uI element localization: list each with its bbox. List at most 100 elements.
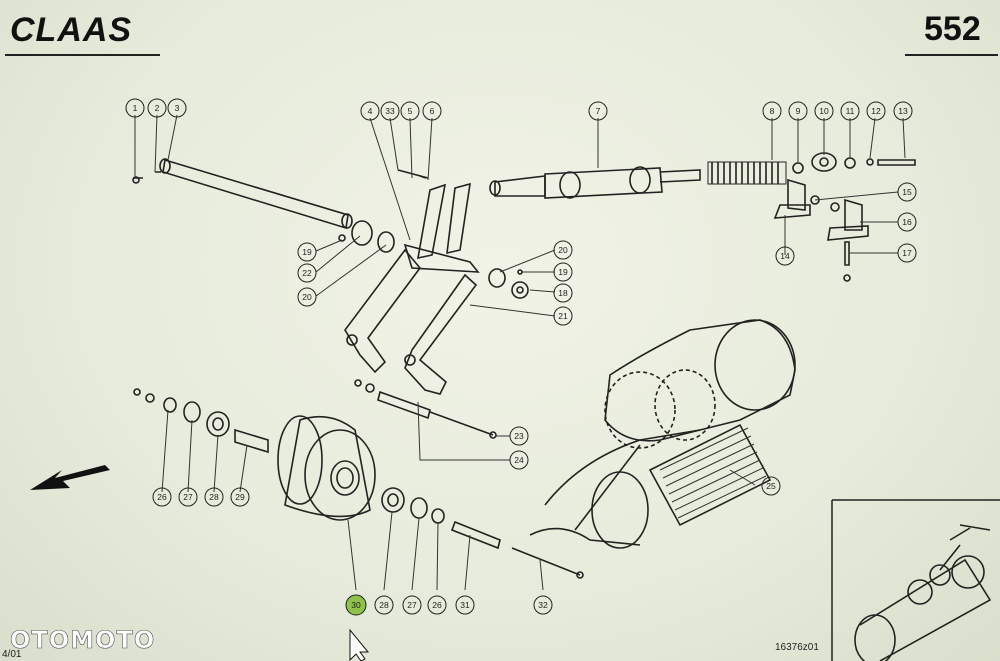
- callout-circle: [374, 595, 394, 615]
- shaft-3: [132, 158, 353, 230]
- callout-circle: [360, 101, 380, 121]
- callout-circle: [761, 476, 781, 496]
- claas-logo: CLAAS: [10, 11, 131, 49]
- callout-2: 2: [155, 103, 160, 113]
- bushings-right: [488, 268, 529, 299]
- callout-18: 18: [558, 288, 568, 298]
- callout-22: 22: [302, 268, 312, 278]
- callout-3: 3: [175, 103, 180, 113]
- bearing-set-right: [381, 487, 584, 579]
- callout-13: 13: [898, 106, 908, 116]
- callout-circle: [402, 595, 422, 615]
- callout-23: 23: [514, 431, 524, 441]
- callout-1: 1: [133, 103, 138, 113]
- callout-circle: [553, 262, 573, 282]
- belt-assembly-25: [529, 319, 796, 549]
- callout-12: 12: [871, 106, 881, 116]
- direction-arrow-icon: [30, 465, 110, 490]
- callout-8: 8: [770, 106, 775, 116]
- callout-circle: [775, 246, 795, 266]
- callout-24: 24: [514, 455, 524, 465]
- callout-circle: [380, 101, 400, 121]
- bearing-set-left: [133, 388, 269, 454]
- inset-detail-view: [831, 499, 1000, 661]
- callout-5: 5: [408, 106, 413, 116]
- callout-circle: [152, 487, 172, 507]
- callout-30-highlight: [345, 594, 367, 616]
- hydraulic-cylinder-7: [489, 166, 701, 199]
- callout-circle: [509, 450, 529, 470]
- callout-11: 11: [846, 106, 855, 116]
- callout-circle: [553, 283, 573, 303]
- callout-6: 6: [430, 106, 435, 116]
- callout-28: 28: [209, 492, 219, 502]
- callout-circle: [400, 101, 420, 121]
- callout-19: 19: [558, 267, 568, 277]
- callout-21: 21: [558, 311, 568, 321]
- callout-9: 9: [796, 106, 801, 116]
- callout-circle: [553, 240, 573, 260]
- callout-circle: [230, 487, 250, 507]
- callout-circle: [588, 101, 608, 121]
- corner-code: 4/01: [2, 649, 22, 660]
- callout-circle: [297, 287, 317, 307]
- callout-29: 29: [235, 492, 245, 502]
- bracket-arm-21: [344, 169, 480, 395]
- callout-14: 14: [780, 251, 790, 261]
- callout-circle: [147, 98, 167, 118]
- callout-28b: 28: [379, 600, 389, 610]
- mouse-cursor-icon: [349, 628, 370, 661]
- callout-circle: [788, 101, 808, 121]
- callout-4: 4: [368, 106, 373, 116]
- callout-circle: [866, 101, 886, 121]
- callout-30: 30: [351, 600, 361, 610]
- callout-32: 32: [538, 600, 548, 610]
- callout-circle: [533, 595, 553, 615]
- callout-26: 26: [157, 492, 167, 502]
- callout-19: 19: [302, 247, 312, 257]
- callout-circle: [553, 306, 573, 326]
- callout-15: 15: [902, 187, 912, 197]
- callout-circle: [893, 101, 913, 121]
- callout-circle: [297, 263, 317, 283]
- callout-25: 25: [766, 481, 776, 491]
- callout-circle: [455, 595, 475, 615]
- callout-20: 20: [302, 292, 312, 302]
- callout-circle: [897, 182, 917, 202]
- washers-9-13: [792, 152, 916, 174]
- callout-27b: 27: [407, 600, 417, 610]
- callout-circle: [762, 101, 782, 121]
- leader-lines: [134, 114, 906, 591]
- callouts: 1 2 3 4 33 5 6 7 8 9 10 11 12 13 15 16 1…: [125, 98, 917, 616]
- callout-10: 10: [819, 106, 829, 116]
- page-number: 552: [924, 10, 981, 48]
- callout-31: 31: [460, 600, 470, 610]
- callout-circle: [840, 101, 860, 121]
- callout-circle: [509, 426, 529, 446]
- callout-circle: [178, 487, 198, 507]
- callout-circle: [167, 98, 187, 118]
- callout-7: 7: [596, 106, 601, 116]
- callout-circle: [125, 98, 145, 118]
- bushings-left: [338, 220, 395, 253]
- callout-circle: [897, 212, 917, 232]
- otomoto-watermark: OTOMOTO: [10, 626, 155, 654]
- drawing-code: 16376z01: [775, 642, 819, 653]
- callout-circle: [297, 242, 317, 262]
- callout-circle: [422, 101, 442, 121]
- callout-circle: [204, 487, 224, 507]
- mount-bracket-16: [827, 198, 869, 282]
- callout-circle: [427, 595, 447, 615]
- callout-16: 16: [902, 217, 912, 227]
- pin-23: [354, 379, 497, 439]
- callout-circle: [814, 101, 834, 121]
- callout-circle: [897, 243, 917, 263]
- callout-33: 33: [385, 106, 395, 116]
- callout-27: 27: [183, 492, 193, 502]
- callout-20: 20: [558, 245, 568, 255]
- roller-30: [277, 415, 376, 521]
- mount-bracket-14: [773, 178, 820, 219]
- spring-8: [707, 161, 787, 185]
